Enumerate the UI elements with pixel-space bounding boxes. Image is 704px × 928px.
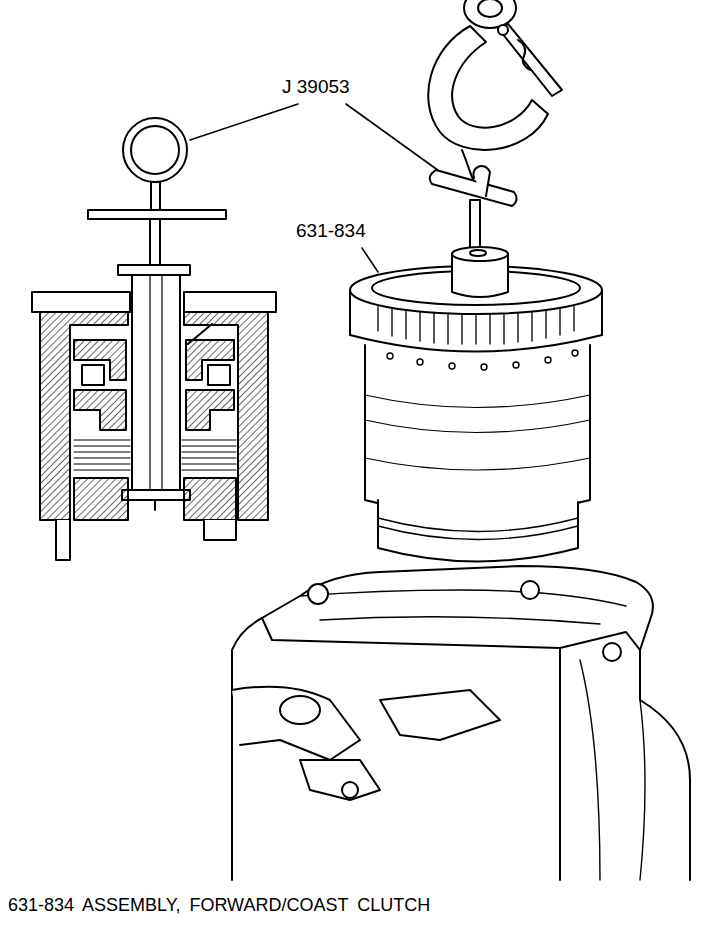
callout-label: 631-834 <box>294 220 368 242</box>
case-port <box>342 782 358 798</box>
case-edge <box>559 648 561 880</box>
callout-number: 631-834 <box>294 220 368 241</box>
body-band <box>365 420 590 433</box>
case-rib <box>380 690 500 740</box>
top-plate <box>184 292 276 312</box>
tool-washer <box>122 490 190 500</box>
housing-section <box>184 312 268 520</box>
tool-stem <box>151 182 160 210</box>
case-port <box>280 696 320 724</box>
bolt-boss <box>603 643 621 661</box>
hook-pin <box>498 25 508 35</box>
section-view <box>32 118 276 560</box>
seal-groove <box>378 526 578 540</box>
body-band <box>365 395 590 408</box>
case-boss <box>232 687 360 760</box>
case-edge <box>640 700 645 880</box>
transmission-case <box>232 566 690 880</box>
tool-ring-inner <box>131 126 179 174</box>
crane-hook <box>428 0 562 190</box>
clutch-body <box>365 345 590 515</box>
lug <box>204 520 236 540</box>
hub-bore <box>470 250 486 256</box>
hook-body <box>428 26 548 150</box>
housing-section <box>40 312 128 520</box>
tool-shaft <box>470 200 480 252</box>
leader-line <box>362 248 378 272</box>
tool-ring <box>123 118 187 182</box>
lifting-tool <box>430 166 517 252</box>
lug <box>56 520 70 560</box>
clutch-plates <box>74 440 236 470</box>
bore-edge <box>320 617 600 624</box>
hook-latch <box>498 24 562 96</box>
seal-groove <box>378 518 578 532</box>
tool-t-bar <box>88 210 226 219</box>
bolt-boss <box>308 584 328 604</box>
bolt-boss <box>521 581 539 599</box>
callout-label: J 39053 <box>280 76 352 98</box>
oil-holes <box>387 350 578 370</box>
hook-loop <box>473 166 490 196</box>
hub-section <box>74 478 128 520</box>
top-plate <box>32 292 130 312</box>
bottom-ring <box>378 500 578 562</box>
piston-section <box>74 340 234 430</box>
caption-block: 631-834 ASSEMBLY, FORWARD/COAST CLUTCH <box>6 895 432 916</box>
leader-lines <box>190 104 446 272</box>
case-edge <box>580 660 600 880</box>
bore-edge <box>300 590 626 606</box>
tool-stem <box>150 219 160 265</box>
case-rib <box>300 760 380 800</box>
figure-caption: 631-834 ASSEMBLY, FORWARD/COAST CLUTCH <box>6 895 432 915</box>
case-outline <box>232 566 690 880</box>
latch-spring <box>518 40 530 70</box>
hook-eye-hole <box>478 0 502 17</box>
gear-teeth <box>378 305 574 344</box>
leader-line <box>190 104 298 140</box>
tool-plate <box>118 265 190 275</box>
body-band <box>365 458 590 470</box>
tool-sleeve <box>132 275 180 500</box>
clutch-assembly <box>350 247 602 562</box>
hub-section <box>184 478 236 520</box>
callout-number: J 39053 <box>280 76 352 97</box>
hub-top <box>452 247 508 261</box>
